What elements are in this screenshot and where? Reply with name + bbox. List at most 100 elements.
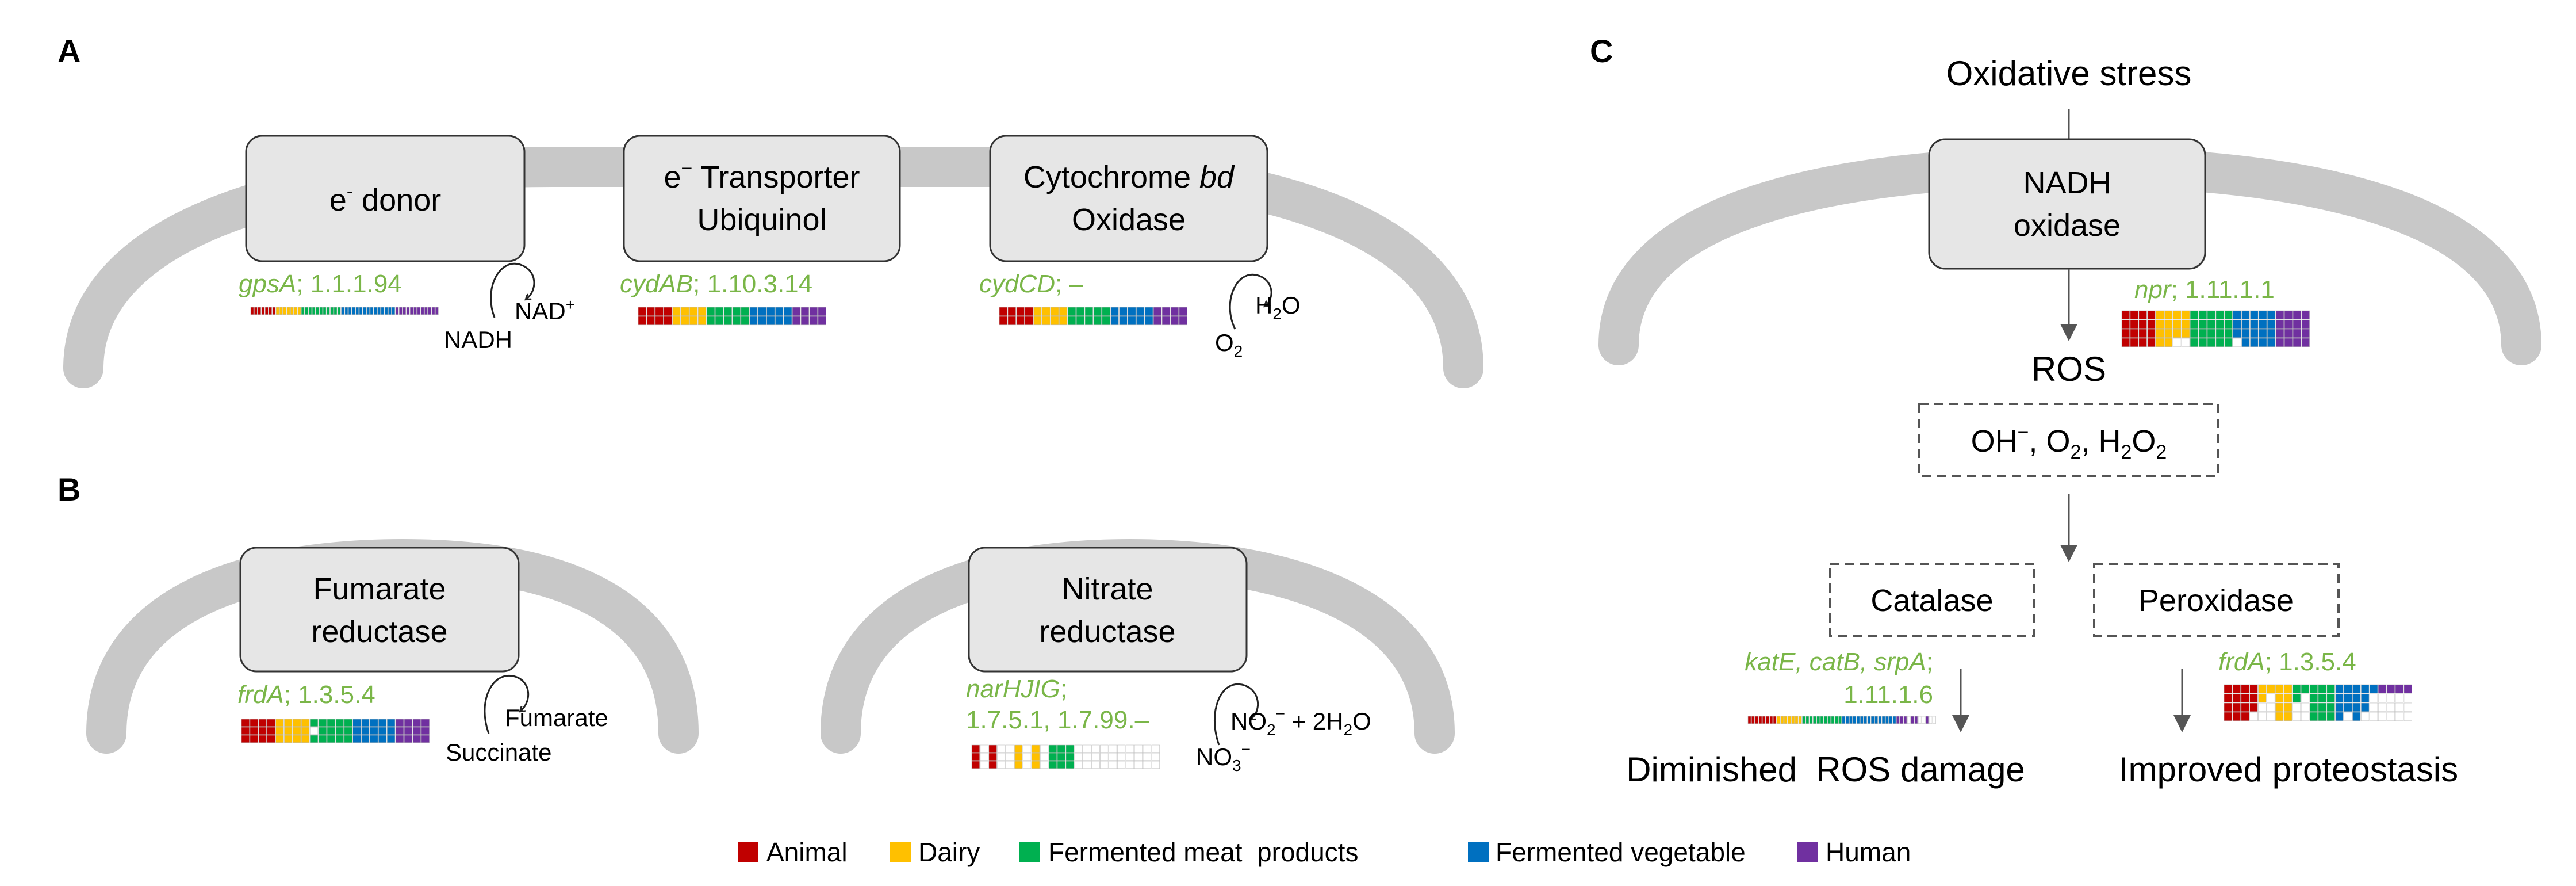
heatmap-cell (2224, 702, 2232, 712)
heatmap-cell (2267, 693, 2275, 703)
heatmap-cell (1918, 716, 1922, 724)
heatmap-cell (2369, 693, 2378, 703)
heatmap-cell (284, 719, 293, 727)
heatmap-cell (715, 307, 724, 316)
heatmap-cell (1816, 716, 1820, 724)
heatmap-cell (2224, 310, 2233, 320)
heatmap-cell (1057, 761, 1065, 769)
heatmap-cell (366, 307, 370, 315)
heatmap-cell (2404, 684, 2412, 694)
heatmap-cell (1059, 316, 1068, 326)
heatmap-cell (775, 316, 784, 326)
heatmap-cell (1014, 753, 1023, 761)
heatmap-cell (809, 307, 818, 316)
heatmap-cell (1143, 753, 1151, 761)
heatmap-cell (2259, 329, 2267, 338)
catalase-box: Catalase (1829, 563, 2035, 637)
heatmap-cell (312, 307, 316, 315)
heatmap-cell (2293, 310, 2301, 320)
heatmap-cell (2352, 712, 2361, 721)
heatmap-cell (2404, 693, 2412, 703)
heatmap-cell (2344, 684, 2352, 694)
heatmap-cell (1170, 307, 1179, 316)
svg-text:e− Transporter: e− Transporter (664, 158, 860, 194)
heatmap-cell (319, 307, 323, 315)
heatmap-cell (250, 719, 258, 727)
heatmap-cell (1925, 716, 1929, 724)
heatmap-cell (412, 719, 421, 727)
heatmap-cell (2335, 702, 2344, 712)
heatmap-cell (698, 316, 707, 326)
heatmap-cell (318, 719, 327, 727)
heatmap-cell (2207, 338, 2215, 347)
heatmap-cell (2249, 693, 2258, 703)
heatmap-cell (2395, 712, 2404, 721)
heatmap-cell (2301, 319, 2310, 329)
heatmap-cell (2301, 684, 2310, 694)
heatmap-cell (1117, 761, 1126, 769)
gene-katE: katE, catB, srpA; (1745, 648, 1933, 676)
heatmap-cell (1100, 753, 1109, 761)
heatmap-cell (272, 307, 276, 315)
heatmap-cell (1117, 744, 1126, 753)
heatmap-cell (1084, 307, 1093, 316)
heatmap-cell (2207, 329, 2215, 338)
heatmap-cell (417, 307, 421, 315)
heatmap-cell (2386, 712, 2395, 721)
heatmap-cell (2121, 310, 2130, 320)
heatmap-cell (1125, 744, 1134, 753)
heatmap-cell (2275, 684, 2284, 694)
heatmap-cell (980, 753, 988, 761)
heatmap-cell (2224, 319, 2233, 329)
reaction-product-fumarate: Fumarate (505, 704, 608, 731)
peroxidase-box: Peroxidase (2093, 563, 2340, 637)
heatmap-cell (1032, 753, 1040, 761)
heatmap-cell (412, 727, 421, 735)
heatmap-cell (428, 307, 432, 315)
heatmap-cell (706, 316, 715, 326)
heatmap-cell (2404, 712, 2412, 721)
heatmap-cell (1025, 316, 1033, 326)
heatmap-cell (424, 307, 428, 315)
heatmap-cell (305, 307, 308, 315)
heatmap-cell (2241, 693, 2249, 703)
heatmap-cell (809, 316, 818, 326)
heatmap-cell (1795, 716, 1799, 724)
heatmap-cell (1896, 716, 1900, 724)
heatmap-cell (318, 735, 327, 743)
heatmap-cell (384, 307, 388, 315)
heatmap-cell (2224, 712, 2232, 721)
reaction-arrow-o2 (1229, 273, 1272, 330)
heatmap-frdA-b (241, 719, 430, 743)
heatmap-cell (2292, 693, 2301, 703)
heatmap-cell (2326, 712, 2335, 721)
heatmap-cell (997, 761, 1006, 769)
heatmap-cell (267, 727, 275, 735)
heatmap-cell (2326, 702, 2335, 712)
gene-gpsA: gpsA; 1.1.1.94 (239, 270, 402, 298)
heatmap-cell (988, 744, 997, 753)
legend: Animal Dairy Fermented meat products Fer… (738, 837, 1911, 867)
heatmap-cell (1040, 761, 1049, 769)
box-electron-transporter: e− Transporter Ubiquinol (623, 135, 901, 262)
heatmap-cell (1051, 307, 1059, 316)
heatmap-cell (681, 316, 689, 326)
heatmap-cell (404, 719, 413, 727)
heatmap-cell (1134, 744, 1143, 753)
heatmap-cell (1878, 716, 1882, 724)
svg-text:oxidase: oxidase (2014, 208, 2121, 243)
heatmap-cell (800, 316, 810, 326)
heatmap-cell (2386, 684, 2395, 694)
heatmap-cell (980, 744, 988, 753)
stress-label: Oxidative stress (1946, 54, 2192, 93)
heatmap-cell (254, 307, 258, 315)
heatmap-cell (1074, 761, 1083, 769)
heatmap-cell (348, 307, 352, 315)
reaction-product-nad: NAD+ (515, 296, 575, 324)
heatmap-cell (250, 307, 254, 315)
heatmap-cell (2301, 329, 2310, 338)
heatmap-cell (1093, 307, 1102, 316)
heatmap-cell (2156, 338, 2164, 347)
heatmap-cell (395, 719, 404, 727)
heatmap-cell (646, 316, 655, 326)
